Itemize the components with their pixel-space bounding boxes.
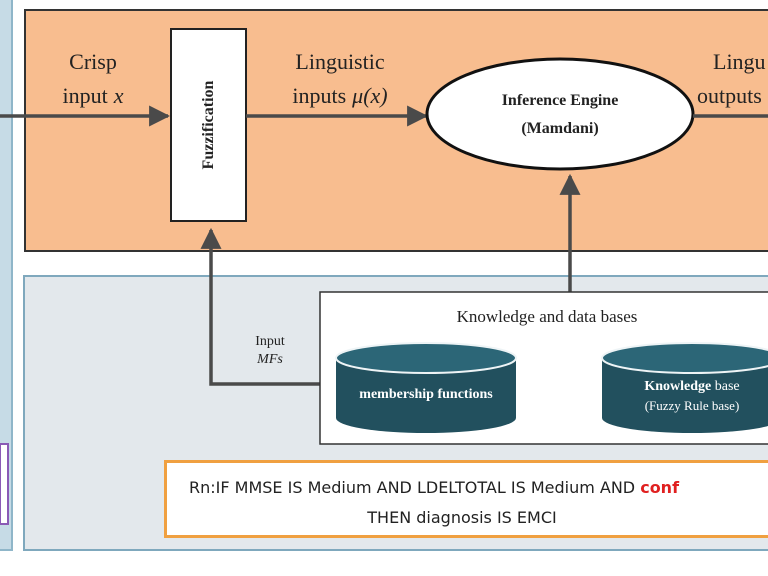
left-strip-accent [0,443,9,525]
input-mfs-arrow [200,227,334,386]
knowledge-title: Knowledge and data bases [457,307,638,326]
output-label-line2: outputs [697,83,762,108]
rule-line-1: Rn:IF MMSE IS Medium AND LDELTOTAL IS Me… [189,478,768,497]
knowledge-base-sublabel: (Fuzzy Rule base) [645,398,740,413]
membership-functions-cylinder [335,342,517,433]
rule-highlight-text: conf [640,478,680,497]
left-strip [0,0,13,551]
membership-functions-label: membership functions [359,387,493,402]
inference-engine-ellipse [425,57,695,171]
fuzzification-box [170,28,247,222]
output-label-line1: Lingu [713,49,766,74]
knowledge-base-label: Knowledge base [644,379,739,394]
fuzzy-rule-box: Rn:IF MMSE IS Medium AND LDELTOTAL IS Me… [164,460,768,538]
input-mfs-line2: MFs [256,352,283,367]
rule-condition-text: Rn:IF MMSE IS Medium AND LDELTOTAL IS Me… [189,478,641,497]
crisp-label-line1: Crisp [69,49,117,74]
rule-line-2: THEN diagnosis IS EMCI [367,508,557,527]
input-mfs-line1: Input [255,334,285,349]
inference-engine-line2: (Mamdani) [521,120,598,137]
knowledge-base-cylinder [601,342,768,433]
fuzzification-label: Fuzzification [200,80,217,169]
linguistic-label-line1: Linguistic [295,49,384,74]
inference-engine-line1: Inference Engine [502,92,619,109]
